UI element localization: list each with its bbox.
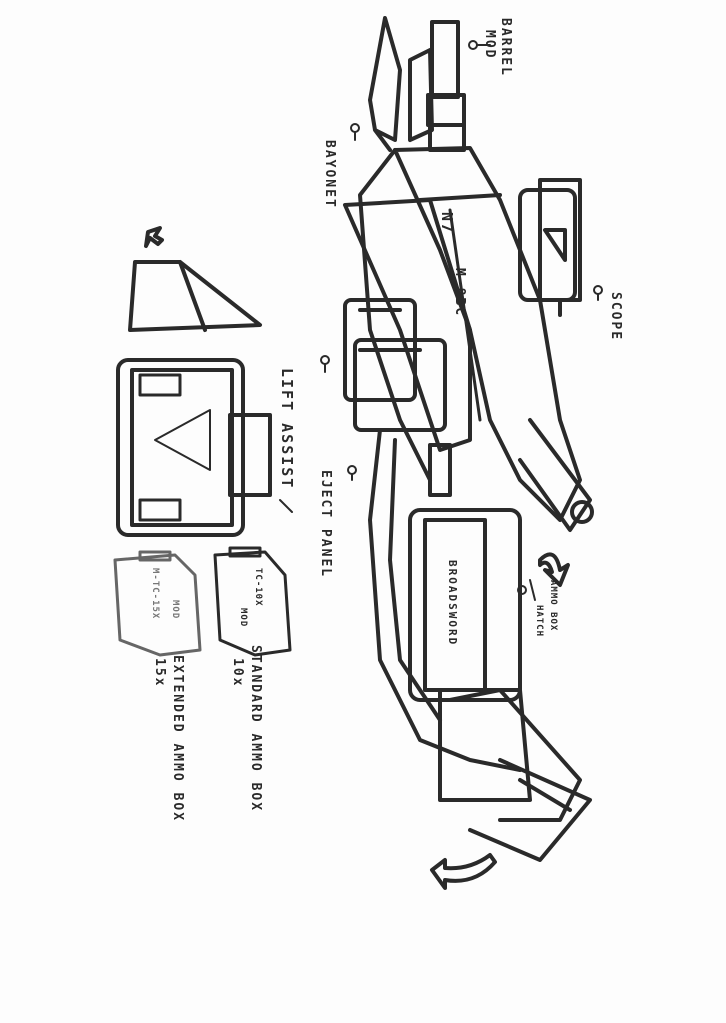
barrel-mod-drawing [408, 20, 466, 152]
label-mod: MOD [482, 30, 497, 60]
label-pointers [279, 40, 603, 601]
label-lift-assist: LIFT ASSIST [278, 368, 296, 490]
bayonet-drawing [368, 16, 402, 152]
label-eject-panel: EJECT PANEL [318, 470, 333, 579]
label-ammo-box: AMMO BOX [548, 580, 558, 632]
rotate-arrow-icon [430, 853, 497, 890]
label-barrel: BARREL [498, 18, 513, 77]
ext-box-model: M-TC-15X [150, 568, 160, 620]
model-marking: M-8BC [452, 268, 467, 318]
std-box-model: TC-10X [253, 568, 263, 607]
label-standard-ammo-box: STANDARD AMMO BOX [248, 645, 263, 813]
label-hatch: HATCH [534, 605, 544, 638]
scope-drawing [518, 178, 582, 317]
label-extended-ammo-box: EXTENDED AMMO BOX [170, 655, 185, 823]
label-extended-capacity: 15x [152, 658, 167, 688]
label-scope: SCOPE [608, 292, 623, 342]
std-box-mod: MOD [238, 608, 248, 628]
ext-box-mod: MOD [170, 600, 180, 620]
standard-ammo-box-drawing [213, 546, 292, 657]
rotate-arrow-icon [538, 552, 570, 587]
label-bayonet: BAYONET [322, 140, 337, 209]
n7-marking: N7 [438, 212, 456, 235]
lift-assist-module-drawing [116, 358, 272, 537]
extended-ammo-box-drawing [113, 550, 202, 657]
weapon-name-marking: BROADSWORD [446, 560, 459, 647]
label-standard-capacity: 10x [230, 658, 245, 688]
stock-drawing [368, 428, 592, 862]
lift-assist-drawing [343, 298, 447, 432]
receiver-drawing [343, 146, 594, 532]
up-arrow-icon [144, 226, 164, 248]
lift-cover-drawing [128, 260, 262, 332]
